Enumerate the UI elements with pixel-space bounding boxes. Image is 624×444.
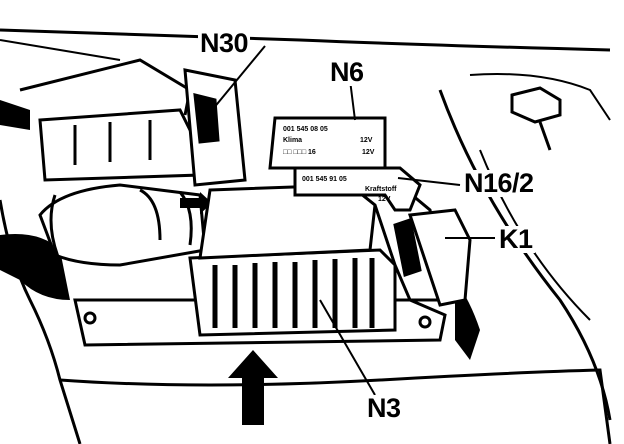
hose-clamp-arrow	[180, 192, 212, 214]
n16-2-text-line3: 12V	[378, 196, 391, 203]
up-arrow-icon	[228, 350, 278, 425]
label-n16-2: N16/2	[462, 168, 536, 198]
n30-module	[183, 68, 247, 187]
label-n3: N3	[365, 393, 403, 423]
k1-relay	[393, 208, 472, 307]
n3-fins	[212, 258, 375, 328]
n6-text-line3: 12V	[360, 137, 373, 144]
n16-2-text-line2: Kraftstoff	[365, 186, 397, 193]
intake-hose	[38, 183, 207, 267]
n6-text-line1: 001 545 08 05	[283, 126, 328, 133]
n6-text-line4: □□ □□□ 16	[283, 149, 316, 156]
label-k1: K1	[497, 224, 535, 254]
leader-lines	[207, 45, 495, 396]
n16-2-relay: 001 545 91 05 Kraftstoff 12V	[293, 166, 422, 212]
n16-2-text-line1: 001 545 91 05	[302, 176, 347, 183]
label-n6: N6	[328, 57, 366, 87]
n6-relay: 001 545 08 05 Klima 12V □□ □□□ 16 12V	[268, 116, 387, 170]
upper-housing	[19, 58, 202, 182]
reservoir-cap	[510, 86, 562, 151]
label-n30: N30	[198, 28, 251, 58]
n6-text-line2: Klima	[283, 137, 302, 144]
n6-text-line5: 12V	[362, 149, 375, 156]
